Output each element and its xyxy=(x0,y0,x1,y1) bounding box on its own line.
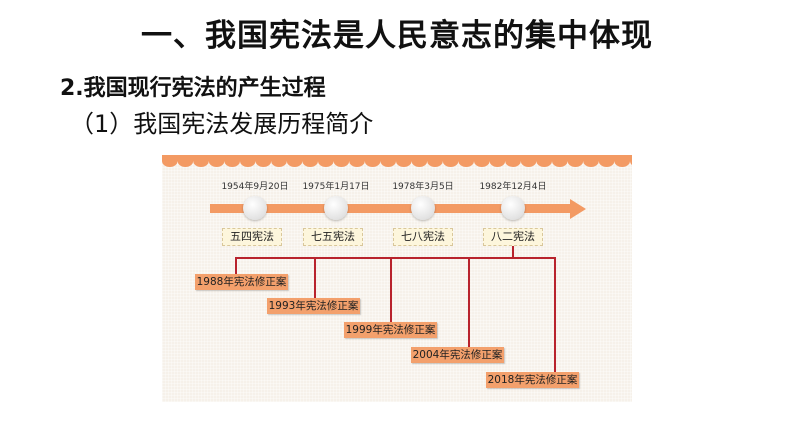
scallop xyxy=(396,155,412,167)
scallop xyxy=(505,155,521,167)
subtitle: 2.我国现行宪法的产生过程 xyxy=(60,76,326,101)
scallop xyxy=(427,155,443,167)
scallop xyxy=(318,155,334,167)
scallop xyxy=(177,155,194,167)
constitution-label: 五四宪法 xyxy=(222,228,282,246)
scallop xyxy=(255,155,272,167)
connector-line xyxy=(390,257,392,323)
amendment-label: 1999年宪法修正案 xyxy=(344,322,437,338)
connector-line xyxy=(512,246,514,258)
amendment-label: 2004年宪法修正案 xyxy=(411,347,504,363)
scallop xyxy=(520,155,537,167)
connector-line xyxy=(554,257,556,373)
scallop xyxy=(333,155,350,167)
scallop xyxy=(598,155,615,167)
scallop xyxy=(240,155,256,167)
scallop xyxy=(286,155,303,167)
amendment-label: 1993年宪法修正案 xyxy=(267,298,360,314)
scallop xyxy=(364,155,381,167)
section-heading: （1）我国宪法发展历程简介 xyxy=(70,110,374,138)
page-title: 一、我国宪法是人民意志的集中体现 xyxy=(141,18,653,54)
scallop xyxy=(567,155,584,167)
scallop xyxy=(614,155,630,167)
scalloped-border xyxy=(162,155,632,167)
connector-line xyxy=(235,257,556,259)
timeline-date: 1982年12月4日 xyxy=(479,182,547,192)
connector-line xyxy=(314,257,316,299)
scallop xyxy=(208,155,225,167)
scallop xyxy=(583,155,599,167)
timeline-arrow xyxy=(210,204,572,213)
amendment-label: 1988年宪法修正案 xyxy=(195,274,288,290)
scallop xyxy=(302,155,318,167)
scallop xyxy=(442,155,459,167)
timeline-panel xyxy=(162,155,632,402)
timeline-node xyxy=(324,196,348,220)
scallop xyxy=(193,155,209,167)
arrow-head-icon xyxy=(570,199,586,219)
timeline-node xyxy=(501,196,525,220)
scallop xyxy=(271,155,287,167)
scallop xyxy=(630,156,632,166)
connector-line xyxy=(235,257,237,275)
scallop xyxy=(458,155,475,167)
timeline-date: 1975年1月17日 xyxy=(302,182,370,192)
scallop xyxy=(380,155,396,167)
scallop xyxy=(489,155,506,167)
constitution-label: 七五宪法 xyxy=(303,228,363,246)
constitution-label: 七八宪法 xyxy=(393,228,453,246)
constitution-label: 八二宪法 xyxy=(483,228,543,246)
timeline-date: 1954年9月20日 xyxy=(221,182,289,192)
scallop xyxy=(552,155,568,167)
amendment-label: 2018年宪法修正案 xyxy=(486,372,579,388)
scallop xyxy=(162,155,178,167)
scallop xyxy=(411,155,428,167)
timeline-date: 1978年3月5日 xyxy=(392,182,454,192)
timeline-node xyxy=(411,196,435,220)
timeline-node xyxy=(243,196,267,220)
scallop xyxy=(349,155,365,167)
scallop xyxy=(224,155,240,167)
scallop xyxy=(536,155,552,167)
scallop xyxy=(474,155,490,167)
connector-line xyxy=(468,257,470,348)
